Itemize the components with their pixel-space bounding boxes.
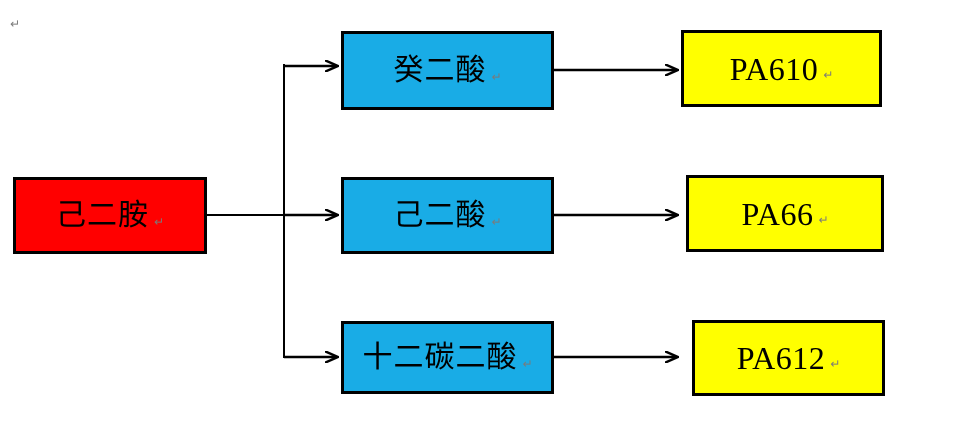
node-intermediate-sebacic-acid-return-mark: ↵ — [491, 69, 502, 84]
node-product-pa66-return-mark: ↵ — [818, 212, 829, 227]
node-product-pa612-return-mark: ↵ — [830, 357, 841, 371]
node-source-diamine-label: 己二胺 — [55, 197, 149, 233]
node-intermediate-adipic-acid-return-mark: ↵ — [491, 214, 502, 229]
node-intermediate-adipic-acid-label: 己二酸 — [393, 197, 487, 233]
node-product-pa66-label: PA66 — [741, 195, 814, 232]
top-left-return-mark: ↵ — [10, 17, 21, 31]
node-intermediate-sebacic-acid-label: 癸二酸 — [393, 52, 487, 88]
node-product-pa610-label: PA610 — [729, 50, 819, 87]
node-intermediate-dodecanedioic-acid-return-mark: ↵ — [522, 356, 533, 371]
node-source-diamine[interactable]: 己二胺 ↵ — [13, 177, 207, 254]
node-intermediate-dodecanedioic-acid-label: 十二碳二酸 — [362, 339, 518, 375]
node-source-diamine-return-mark: ↵ — [153, 214, 165, 229]
node-product-pa612[interactable]: PA612 ↵ — [692, 320, 885, 396]
node-intermediate-dodecanedioic-acid[interactable]: 十二碳二酸 ↵ — [341, 321, 554, 394]
node-product-pa610[interactable]: PA610 ↵ — [681, 30, 882, 107]
node-product-pa612-label: PA612 — [736, 340, 826, 376]
node-product-pa66[interactable]: PA66 ↵ — [686, 175, 884, 252]
node-intermediate-sebacic-acid[interactable]: 癸二酸 ↵ — [341, 31, 554, 110]
node-product-pa610-return-mark: ↵ — [823, 67, 834, 82]
node-intermediate-adipic-acid[interactable]: 己二酸 ↵ — [341, 177, 554, 254]
